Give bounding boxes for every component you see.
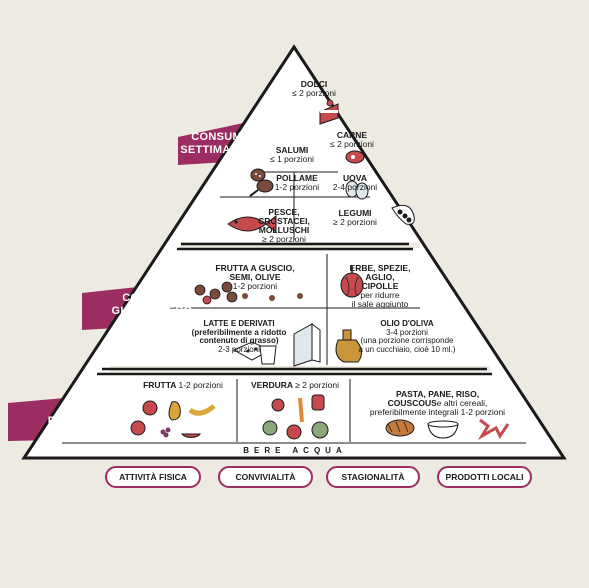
section-label-meals: PASTI PRINCIPALI	[47, 402, 113, 427]
section-label-weekly: CONSUMO SETTIMANALE	[180, 131, 262, 156]
item-pesce: PESCE, CROSTACEI, MOLLUSCHI≥ 2 porzioni	[258, 206, 310, 244]
cake-icon	[319, 99, 339, 125]
milk-carton-icon	[293, 323, 321, 367]
legumes-icon	[391, 204, 415, 225]
pill-convivialita: CONVIVIALITÀ	[218, 466, 313, 488]
salami-icon	[250, 168, 266, 182]
onion-icon	[340, 266, 364, 298]
pyramid-outline	[21, 44, 567, 460]
yogurt-icon	[259, 345, 277, 365]
item-salumi: SALUMI≤ 1 porzioni	[270, 145, 314, 164]
vegetables-icon	[262, 394, 329, 440]
eggs-icon	[345, 180, 369, 200]
pill-prodotti-locali: PRODOTTI LOCALI	[437, 466, 532, 488]
item-carne: CARNE≤ 2 porzioni	[330, 130, 374, 149]
fish-icon	[227, 214, 277, 234]
fruit-icon	[130, 400, 216, 438]
water-label: BERE ACQUA	[243, 446, 347, 455]
pill-stagionalita: STAGIONALITÀ	[326, 466, 420, 488]
item-legumi: LEGUMI≥ 2 porzioni	[333, 208, 377, 227]
item-frutta: FRUTTA 1-2 porzioni	[143, 380, 223, 390]
item-latte: LATTE E DERIVATI (preferibilmente a rido…	[191, 319, 287, 354]
item-cereali: PASTA, PANE, RISO, COUSCOUSe altri cerea…	[369, 388, 506, 417]
bread-pasta-rice-icon	[385, 418, 510, 441]
meat-icon	[345, 150, 365, 164]
nuts-icon	[194, 281, 303, 305]
olive-oil-icon	[335, 329, 362, 363]
chicken-leg-icon	[249, 179, 274, 197]
item-dolci: DOLCI≤ 2 porzioni	[292, 79, 336, 98]
item-verdura: VERDURA ≥ 2 porzioni	[251, 380, 339, 390]
pill-attivita-fisica: ATTIVITÀ FISICA	[105, 466, 201, 488]
section-label-daily: CONSUMO GIORNALIERO	[111, 292, 193, 317]
